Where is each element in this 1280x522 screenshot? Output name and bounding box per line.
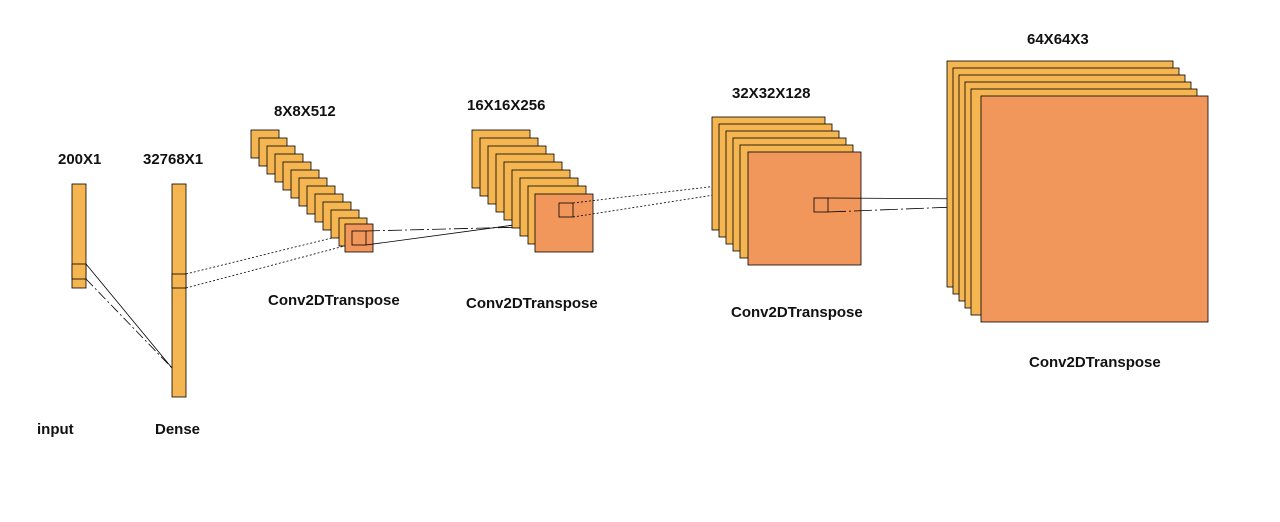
conv2-front-map <box>534 193 594 253</box>
conv2-shape-label: 16X16X256 <box>467 97 546 114</box>
conv1-feature-maps <box>250 129 374 253</box>
conv1-layer-name: Conv2DTranspose <box>268 292 400 309</box>
conv3-feature-maps <box>711 116 862 266</box>
conv3-layer-name: Conv2DTranspose <box>731 304 863 321</box>
dense-shape-label: 32768X1 <box>143 151 204 168</box>
conv2-layer-name: Conv2DTranspose <box>466 295 598 312</box>
input-dense-connections <box>85 263 173 369</box>
conv4-shape-label: 64X64X3 <box>1027 31 1089 48</box>
dense-layer-name: Dense <box>155 421 201 438</box>
input-vector-cell <box>71 263 87 280</box>
dense-conv1-connections <box>185 232 353 289</box>
input-layer-name: input <box>37 421 74 438</box>
dense-vector-bar <box>171 183 187 398</box>
conv4-front-map <box>980 95 1209 323</box>
conv4-feature-maps <box>946 60 1209 323</box>
conv3-kernel-window <box>813 197 829 213</box>
dense-vector-cell <box>171 273 187 289</box>
dense-layer <box>171 183 187 398</box>
conv3-shape-label: 32X32X128 <box>732 85 811 102</box>
conv1-front-map <box>344 223 374 253</box>
conv1-shape-label: 8X8X512 <box>274 103 336 120</box>
conv2-kernel-window <box>558 202 574 218</box>
conv2-feature-maps <box>471 129 594 253</box>
conv4-layer-name: Conv2DTranspose <box>1029 354 1161 371</box>
input-shape-label: 200X1 <box>58 151 102 168</box>
input-vector-bar <box>71 183 87 289</box>
conv3-front-map <box>747 151 862 266</box>
conv1-kernel-window <box>351 230 367 246</box>
input-layer <box>71 183 87 289</box>
